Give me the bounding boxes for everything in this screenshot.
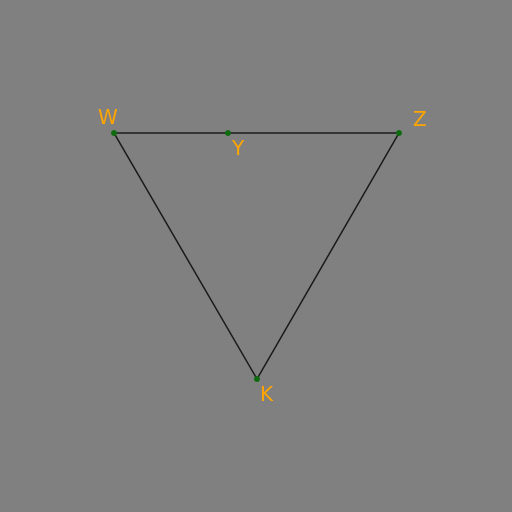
- segment-k-w: [113, 132, 258, 380]
- label-group: W Y Z K: [98, 105, 427, 406]
- segment-z-k: [256, 132, 400, 380]
- label-y: Y: [231, 136, 245, 160]
- point-group: [111, 130, 402, 382]
- point-k: [254, 376, 260, 382]
- label-w: W: [98, 105, 118, 129]
- segment-group: [113, 132, 400, 380]
- label-k: K: [260, 382, 274, 406]
- point-w: [111, 130, 117, 136]
- point-y: [225, 130, 231, 136]
- label-z: Z: [413, 107, 427, 131]
- point-z: [396, 130, 402, 136]
